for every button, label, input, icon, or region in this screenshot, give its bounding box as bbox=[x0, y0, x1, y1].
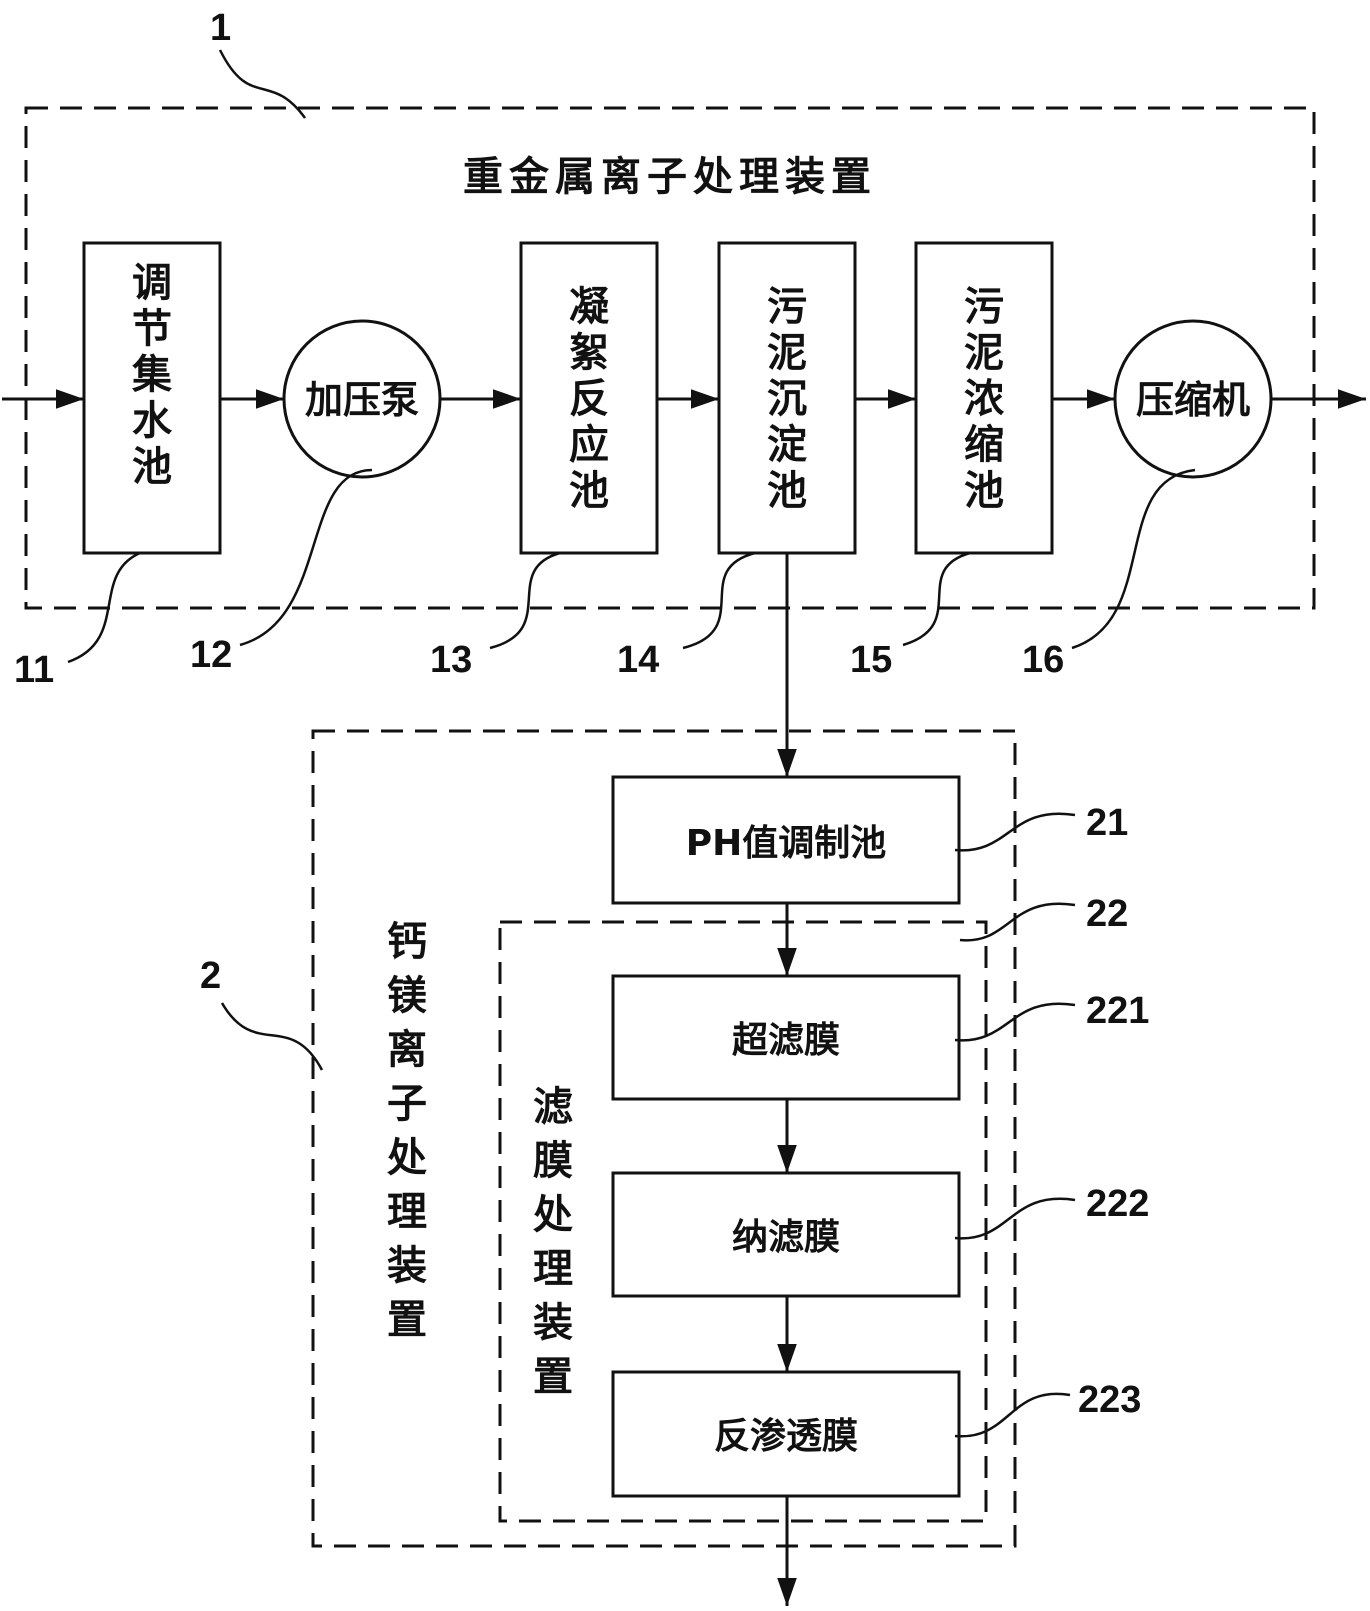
stage-box-15 bbox=[914, 241, 1054, 555]
membrane-box-221 bbox=[611, 974, 961, 1101]
heavy-metal-unit-boundary bbox=[24, 106, 1316, 610]
ref-label-15: 15 bbox=[850, 639, 892, 681]
leader-line-222 bbox=[954, 1197, 1076, 1240]
ref-label-12: 12 bbox=[190, 634, 232, 676]
ph-tank-box bbox=[611, 775, 961, 905]
ref-label-13: 13 bbox=[430, 639, 472, 681]
ref-label-2: 2 bbox=[200, 955, 221, 997]
stage-text-12: 加压泵 bbox=[305, 378, 419, 422]
membrane-box-222 bbox=[611, 1171, 961, 1298]
leader-line-221 bbox=[954, 1002, 1076, 1042]
stage-text-11: 调节集水池 bbox=[131, 260, 173, 490]
membrane-box-223 bbox=[611, 1370, 961, 1498]
ref-label-11: 11 bbox=[14, 649, 54, 691]
ref-label-16: 16 bbox=[1022, 639, 1064, 681]
membrane-unit-boundary bbox=[498, 920, 988, 1523]
membrane-text-223: 反渗透膜 bbox=[714, 1416, 858, 1457]
ref-label-223: 223 bbox=[1078, 1379, 1141, 1421]
leader-line-21 bbox=[954, 812, 1076, 852]
leader-line-13 bbox=[489, 551, 561, 650]
ca-mg-unit-boundary bbox=[311, 729, 1017, 1548]
leader-line-1 bbox=[218, 49, 307, 119]
ref-label-222: 222 bbox=[1086, 1183, 1149, 1225]
stage-text-14: 污泥沉淀池 bbox=[767, 284, 807, 514]
ph-tank-text: PH值调制池 bbox=[686, 823, 887, 864]
ref-label-14: 14 bbox=[617, 639, 659, 681]
leader-line-22 bbox=[959, 902, 1076, 942]
heavy-metal-unit-title: 重金属离子处理装置 bbox=[463, 154, 877, 200]
ref-label-1: 1 bbox=[210, 7, 231, 49]
leader-line-12 bbox=[239, 468, 373, 647]
leader-line-15 bbox=[902, 551, 971, 647]
stage-text-15: 污泥浓缩池 bbox=[964, 284, 1005, 514]
membrane-unit-title: 滤膜处理装置 bbox=[533, 1084, 573, 1400]
ref-label-22: 22 bbox=[1086, 893, 1128, 935]
stage-text-13: 凝絮反应池 bbox=[569, 284, 609, 514]
ref-label-21: 21 bbox=[1086, 802, 1128, 844]
leader-line-16 bbox=[1071, 468, 1196, 650]
leader-line-2 bbox=[220, 1002, 324, 1071]
ca-mg-unit-title: 钙镁离子处理装置 bbox=[387, 919, 427, 1343]
stage-text-16: 压缩机 bbox=[1136, 378, 1250, 422]
ref-label-221: 221 bbox=[1086, 990, 1149, 1032]
leader-line-14 bbox=[682, 551, 756, 650]
leader-line-11 bbox=[67, 551, 141, 664]
membrane-text-222: 纳滤膜 bbox=[732, 1217, 840, 1258]
membrane-text-221: 超滤膜 bbox=[732, 1020, 840, 1061]
leader-line-223 bbox=[954, 1392, 1071, 1438]
